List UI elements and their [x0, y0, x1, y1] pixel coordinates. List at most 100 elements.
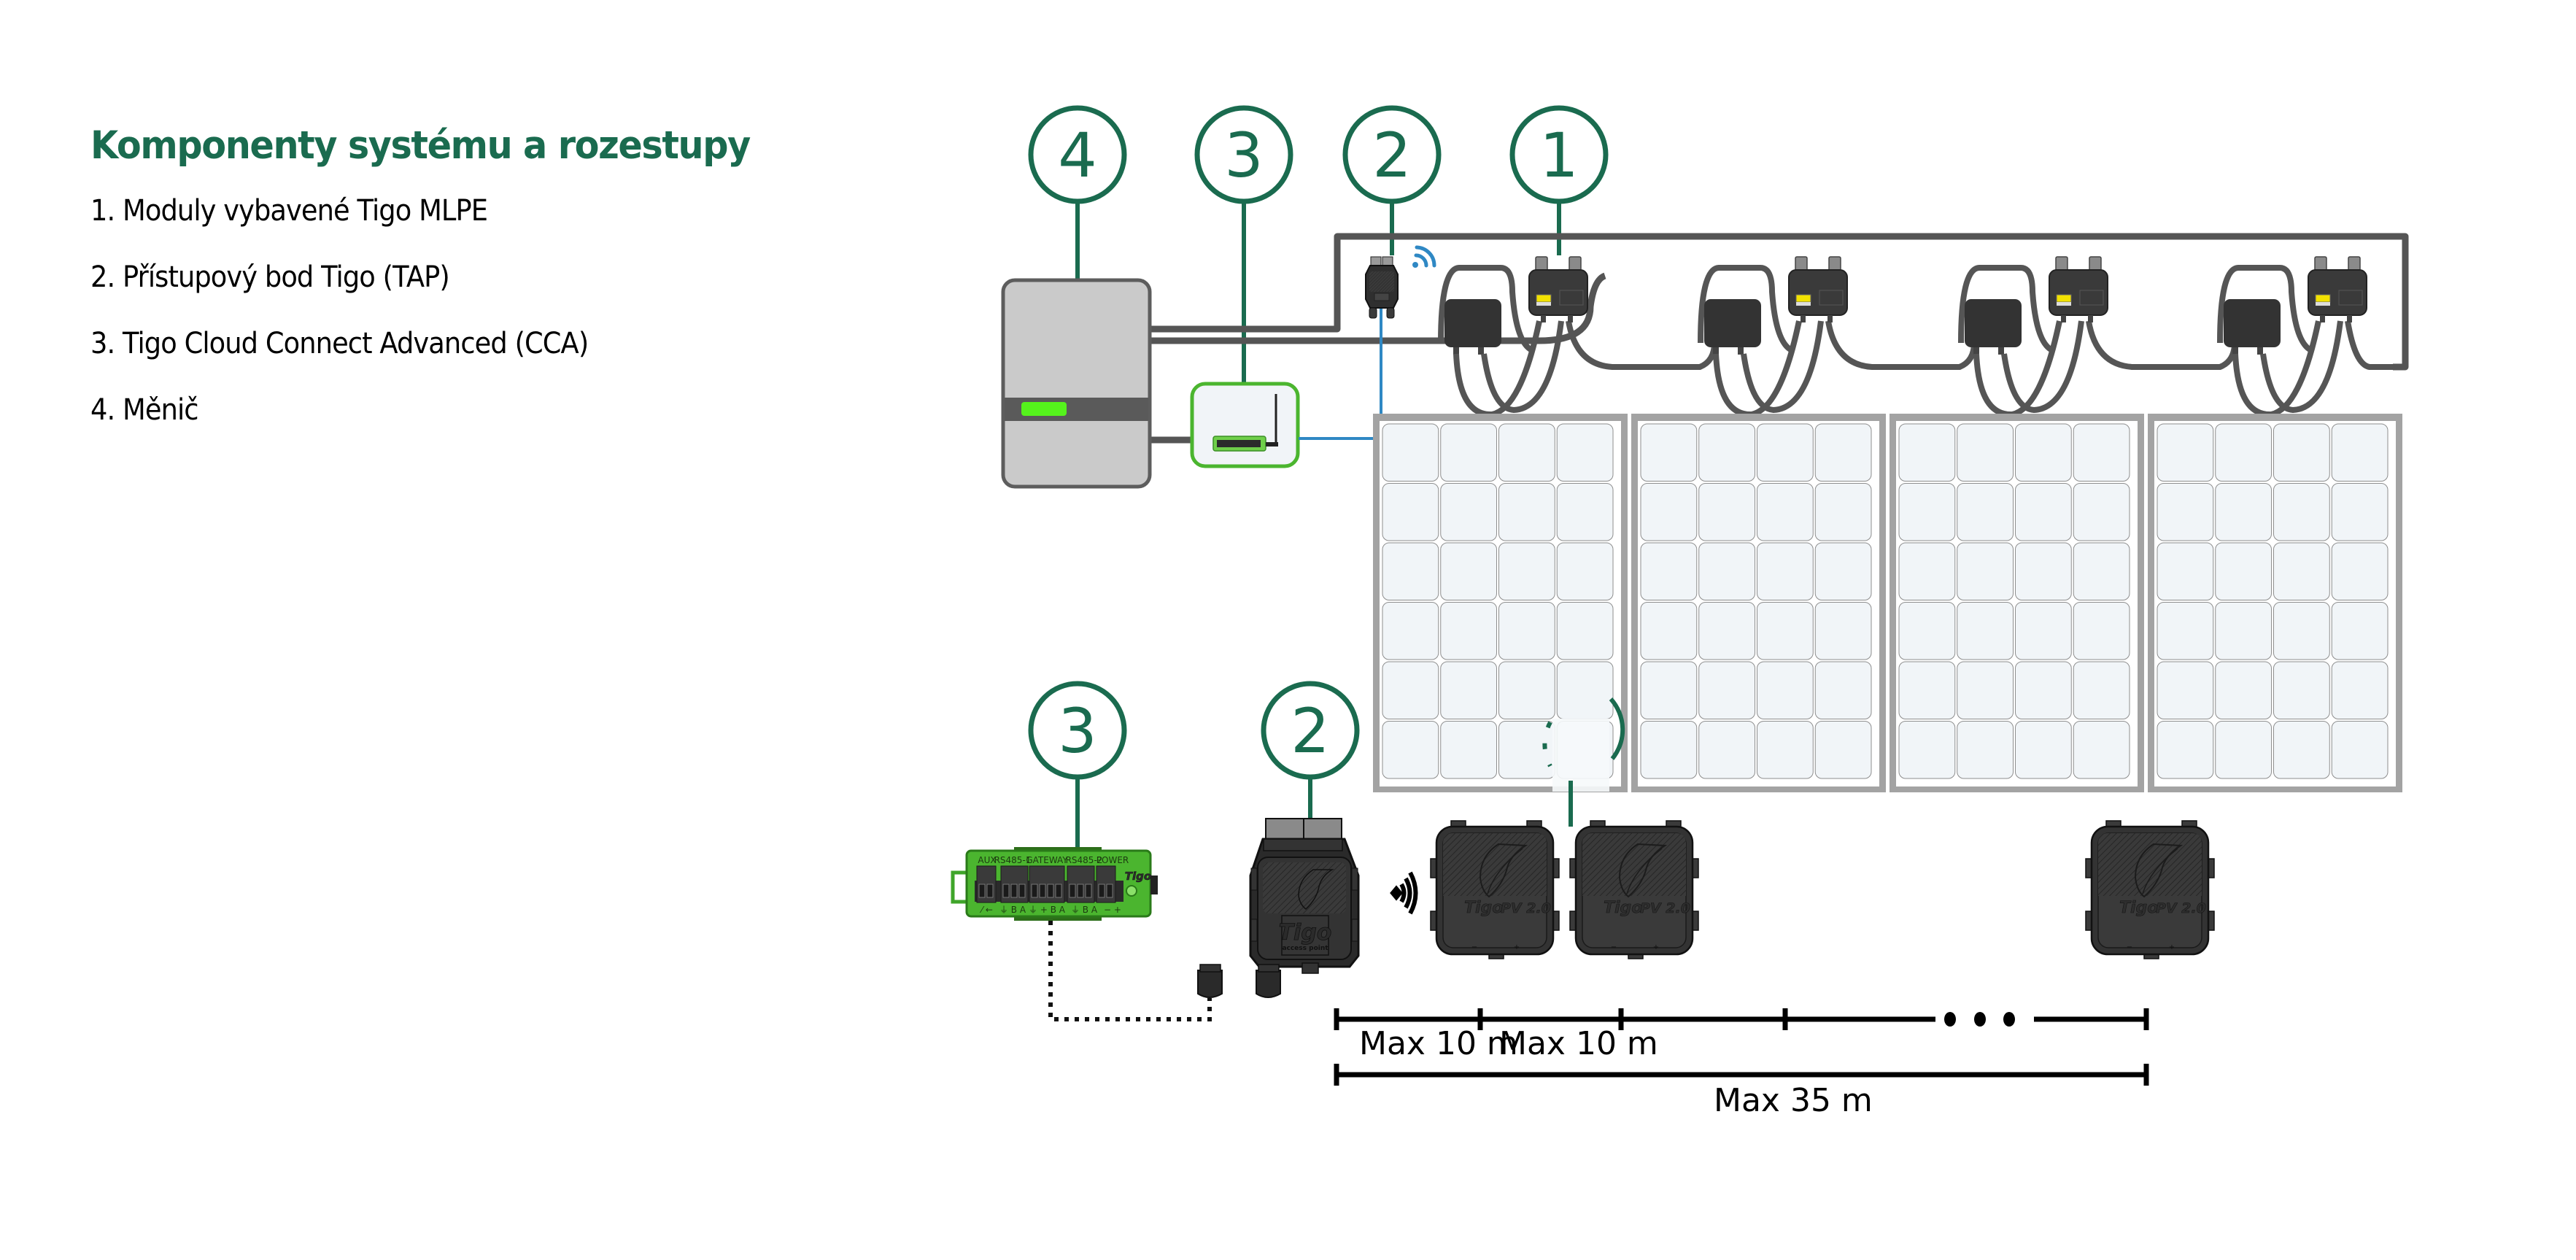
mlpe-model: PV 2.0 — [1640, 900, 1690, 916]
solar-cell — [2015, 423, 2072, 482]
legend: Komponenty systému a rozestupy 1. Moduly… — [90, 117, 800, 425]
solar-cell — [2157, 483, 2214, 541]
callout-number: 3 — [1224, 120, 1263, 191]
solar-cell — [1757, 602, 1814, 660]
solar-cell — [1556, 661, 1614, 719]
legend-item-mlpe: 1. Moduly vybavené Tigo MLPE — [90, 194, 488, 228]
tap-brand-logo: Tigo — [1279, 920, 1332, 946]
ellipsis-dots — [1944, 1012, 2015, 1027]
solar-cell — [1382, 483, 1439, 541]
solar-cell — [2015, 602, 2072, 660]
mlpe-plus-terminal: + — [1653, 943, 1659, 951]
solar-panels — [1373, 414, 2402, 792]
solar-cell — [1498, 483, 1555, 541]
pin-label-power: − + — [1104, 905, 1121, 915]
solar-cell — [1698, 483, 1755, 541]
legend-list: 1. Moduly vybavené Tigo MLPE 2. Přístupo… — [90, 196, 800, 425]
solar-cell — [2073, 721, 2130, 779]
solar-cell — [1382, 542, 1439, 600]
solar-cell — [1640, 542, 1698, 600]
solar-cell — [1698, 602, 1755, 660]
solar-cell — [1382, 602, 1439, 660]
callout-cca-lower: 3 — [1028, 681, 1127, 780]
solar-cell — [1440, 542, 1497, 600]
cca-terminal-pin — [1002, 884, 1010, 898]
solar-cell — [1757, 661, 1814, 719]
callout-cca: 3 — [1194, 105, 1293, 204]
wifi-icon — [1412, 245, 1436, 268]
solar-cell — [1898, 542, 1956, 600]
wireless-signal-icon — [1390, 871, 1418, 915]
solar-cell — [2215, 602, 2272, 660]
legend-item-tap: 2. Přístupový bod Tigo (TAP) — [90, 260, 450, 294]
solar-cell — [1440, 423, 1497, 482]
mlpe-wiring-sets — [1438, 256, 2405, 418]
cca-terminal-pin — [1055, 884, 1062, 898]
mlpe-brand: Tigo — [1604, 899, 1642, 917]
solar-cell — [1898, 721, 1956, 779]
cca-terminal-pin — [1106, 884, 1113, 898]
solar-cell — [1382, 423, 1439, 482]
callout-number: 1 — [1539, 120, 1578, 191]
solar-cell — [2273, 721, 2330, 779]
solar-cell — [1698, 423, 1755, 482]
solar-cell — [1698, 542, 1755, 600]
inverter — [1001, 278, 1152, 489]
mlpe-minus-terminal: − — [2127, 943, 2132, 951]
cca-status-led — [1126, 885, 1137, 897]
callout-inverter: 4 — [1028, 105, 1127, 204]
solar-cell — [1814, 423, 1872, 482]
solar-cell — [1814, 661, 1872, 719]
solar-cell — [2157, 721, 2214, 779]
pin-label-rs485-1: ⏚ B A — [999, 905, 1026, 915]
cca-port-labels: AUX RS485-1 GATEWAY RS485-2 POWER ⁄ ← ⏚ … — [978, 855, 1129, 915]
solar-panel — [2148, 414, 2402, 792]
solar-cell — [2157, 602, 2214, 660]
solar-cell — [2073, 661, 2130, 719]
solar-cell — [1498, 602, 1555, 660]
solar-cell — [1556, 602, 1614, 660]
callout-leaders-lower — [1075, 778, 1312, 851]
mlpe-set — [1958, 256, 2237, 418]
mlpe-brand: Tigo — [1464, 899, 1503, 917]
port-label-power: POWER — [1096, 855, 1129, 865]
segment-2-label: Max 10 m — [1499, 1025, 1658, 1062]
solar-cell — [2215, 721, 2272, 779]
solar-cell — [1640, 423, 1698, 482]
pin-label-gateway: ⏚ + B A — [1029, 905, 1066, 915]
solar-cell — [1640, 602, 1698, 660]
solar-cell — [2157, 423, 2214, 482]
solar-cell — [1957, 602, 2014, 660]
mlpe-model: PV 2.0 — [1501, 900, 1551, 916]
solar-cell — [1757, 721, 1814, 779]
mlpe-unit: Tigo PV 2.0 − + — [1569, 819, 1700, 960]
callouts-upper: 4 3 2 1 — [1028, 105, 1609, 204]
solar-cell — [1640, 483, 1698, 541]
solar-cell — [1757, 483, 1814, 541]
callout-tap-lower: 2 — [1261, 681, 1360, 780]
cca-terminal-pin — [1039, 884, 1046, 898]
solar-cell — [2073, 483, 2130, 541]
mlpe-model: PV 2.0 — [2156, 900, 2206, 916]
callout-mlpe: 1 — [1509, 105, 1609, 204]
cca-port-blocks — [976, 865, 1116, 903]
mlpe-unit: Tigo PV 2.0 − + — [2084, 819, 2216, 960]
mlpe-set — [1698, 256, 1977, 418]
cca-mini — [1190, 382, 1300, 468]
solar-cell — [1898, 661, 1956, 719]
mlpe-brand: Tigo — [2119, 899, 2158, 917]
solar-cell — [2073, 423, 2130, 482]
legend-item-cca: 3. Tigo Cloud Connect Advanced (CCA) — [90, 327, 589, 360]
cca-terminal-pin — [1077, 884, 1084, 898]
solar-cell — [2273, 542, 2330, 600]
solar-cell — [1440, 483, 1497, 541]
tap-upper — [1365, 256, 1399, 319]
callout-number: 2 — [1372, 120, 1411, 191]
solar-cell — [1640, 661, 1698, 719]
cca-tap-cable — [1048, 921, 1212, 1021]
solar-cell — [1498, 661, 1555, 719]
cca-device: AUX RS485-1 GATEWAY RS485-2 POWER ⁄ ← ⏚ … — [951, 847, 1158, 921]
solar-cell — [2073, 542, 2130, 600]
solar-cell — [1640, 721, 1698, 779]
